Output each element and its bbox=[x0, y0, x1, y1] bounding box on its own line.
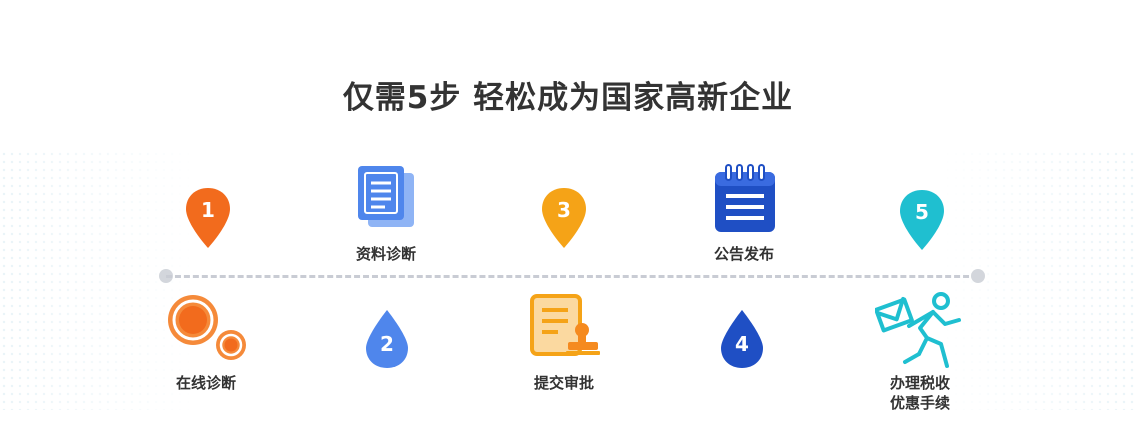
online-diagnosis-circles-icon bbox=[165, 292, 251, 362]
water-drop-icon bbox=[366, 310, 408, 368]
running-man-envelope-icon bbox=[874, 290, 965, 372]
location-pin-icon bbox=[186, 188, 230, 248]
page-title: 仅需5步 轻松成为国家高新企业 bbox=[342, 80, 794, 116]
step-4-label: 公告发布 bbox=[713, 245, 774, 263]
step-4-number: 4 bbox=[735, 332, 749, 356]
step-2-marker: 2 bbox=[363, 308, 411, 370]
step-5-label: 办理税收 优惠手续 bbox=[860, 373, 980, 413]
step-5-marker: 5 bbox=[897, 188, 947, 252]
location-pin-icon bbox=[900, 190, 944, 250]
timeline-line bbox=[166, 275, 978, 278]
step-5-number: 5 bbox=[915, 200, 929, 224]
step-1-number: 1 bbox=[201, 198, 215, 222]
step-3-marker: 3 bbox=[539, 186, 589, 250]
step-1-marker: 1 bbox=[183, 186, 233, 250]
step-1-label: 在线诊断 bbox=[175, 374, 236, 392]
location-pin-icon bbox=[542, 188, 586, 248]
step-4-marker: 4 bbox=[718, 308, 766, 370]
step-2-label: 资料诊断 bbox=[355, 245, 416, 263]
water-drop-icon bbox=[721, 310, 763, 368]
step-5-label-line1: 办理税收 bbox=[889, 374, 950, 392]
step-3-number: 3 bbox=[557, 198, 571, 222]
step-5-label-line2: 优惠手续 bbox=[889, 394, 950, 412]
certificate-stamp-icon bbox=[530, 294, 600, 358]
step-2-number: 2 bbox=[380, 332, 394, 356]
documents-icon bbox=[356, 164, 418, 230]
timeline-end-dot bbox=[971, 269, 985, 283]
decorative-dots-right bbox=[936, 150, 1136, 410]
notepad-announcement-icon bbox=[712, 162, 778, 234]
step-3-label: 提交审批 bbox=[533, 374, 594, 392]
